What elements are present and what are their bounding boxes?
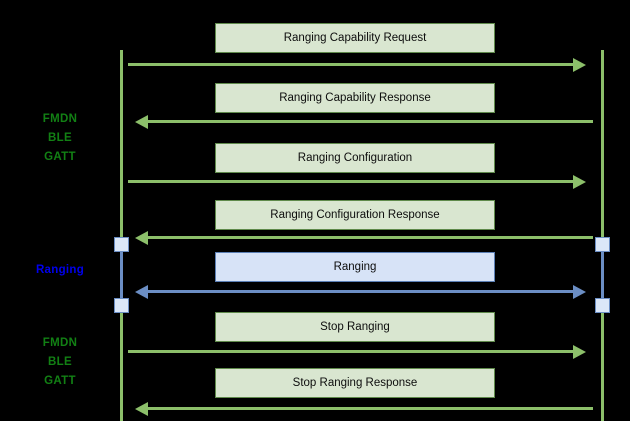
activation-bar-left: [120, 244, 123, 306]
message-arrow-head-left-4: [135, 230, 148, 245]
activation-node-right-top: [595, 237, 610, 252]
message-arrow-head-left-7: [135, 401, 148, 416]
message-arrow-line-2: [148, 120, 593, 123]
message-arrow-line-3: [128, 180, 573, 183]
message-arrow-line-7: [148, 407, 593, 410]
lifeline-right: [601, 50, 604, 421]
message-arrow-head-left-2: [135, 114, 148, 129]
message-box-ranging-capability-request: Ranging Capability Request: [215, 23, 495, 53]
message-arrow-head-right-1: [573, 57, 586, 72]
message-arrow-line-4: [148, 236, 593, 239]
activation-node-right-bottom: [595, 298, 610, 313]
message-arrow-line-6: [128, 350, 573, 353]
phase-label-fmdn-ble-gatt-top: FMDN BLE GATT: [42, 113, 78, 163]
phase-label-fmdn-ble-gatt-bottom: FMDN BLE GATT: [42, 337, 78, 387]
message-arrow-line-1: [128, 63, 573, 66]
message-arrow-head-right-5: [573, 284, 586, 299]
activation-node-left-top: [114, 237, 129, 252]
message-arrow-head-right-3: [573, 174, 586, 189]
message-box-ranging: Ranging: [215, 252, 495, 282]
activation-node-left-bottom: [114, 298, 129, 313]
message-box-ranging-configuration: Ranging Configuration: [215, 143, 495, 173]
message-arrow-head-left-5: [135, 284, 148, 299]
message-arrow-head-right-6: [573, 344, 586, 359]
message-arrow-line-5: [148, 290, 573, 293]
message-box-ranging-capability-response: Ranging Capability Response: [215, 83, 495, 113]
lifeline-left: [120, 50, 123, 421]
message-box-ranging-configuration-response: Ranging Configuration Response: [215, 200, 495, 230]
message-box-stop-ranging-response: Stop Ranging Response: [215, 368, 495, 398]
phase-label-ranging: Ranging: [35, 264, 85, 276]
activation-bar-right: [601, 244, 604, 306]
message-box-stop-ranging: Stop Ranging: [215, 312, 495, 342]
